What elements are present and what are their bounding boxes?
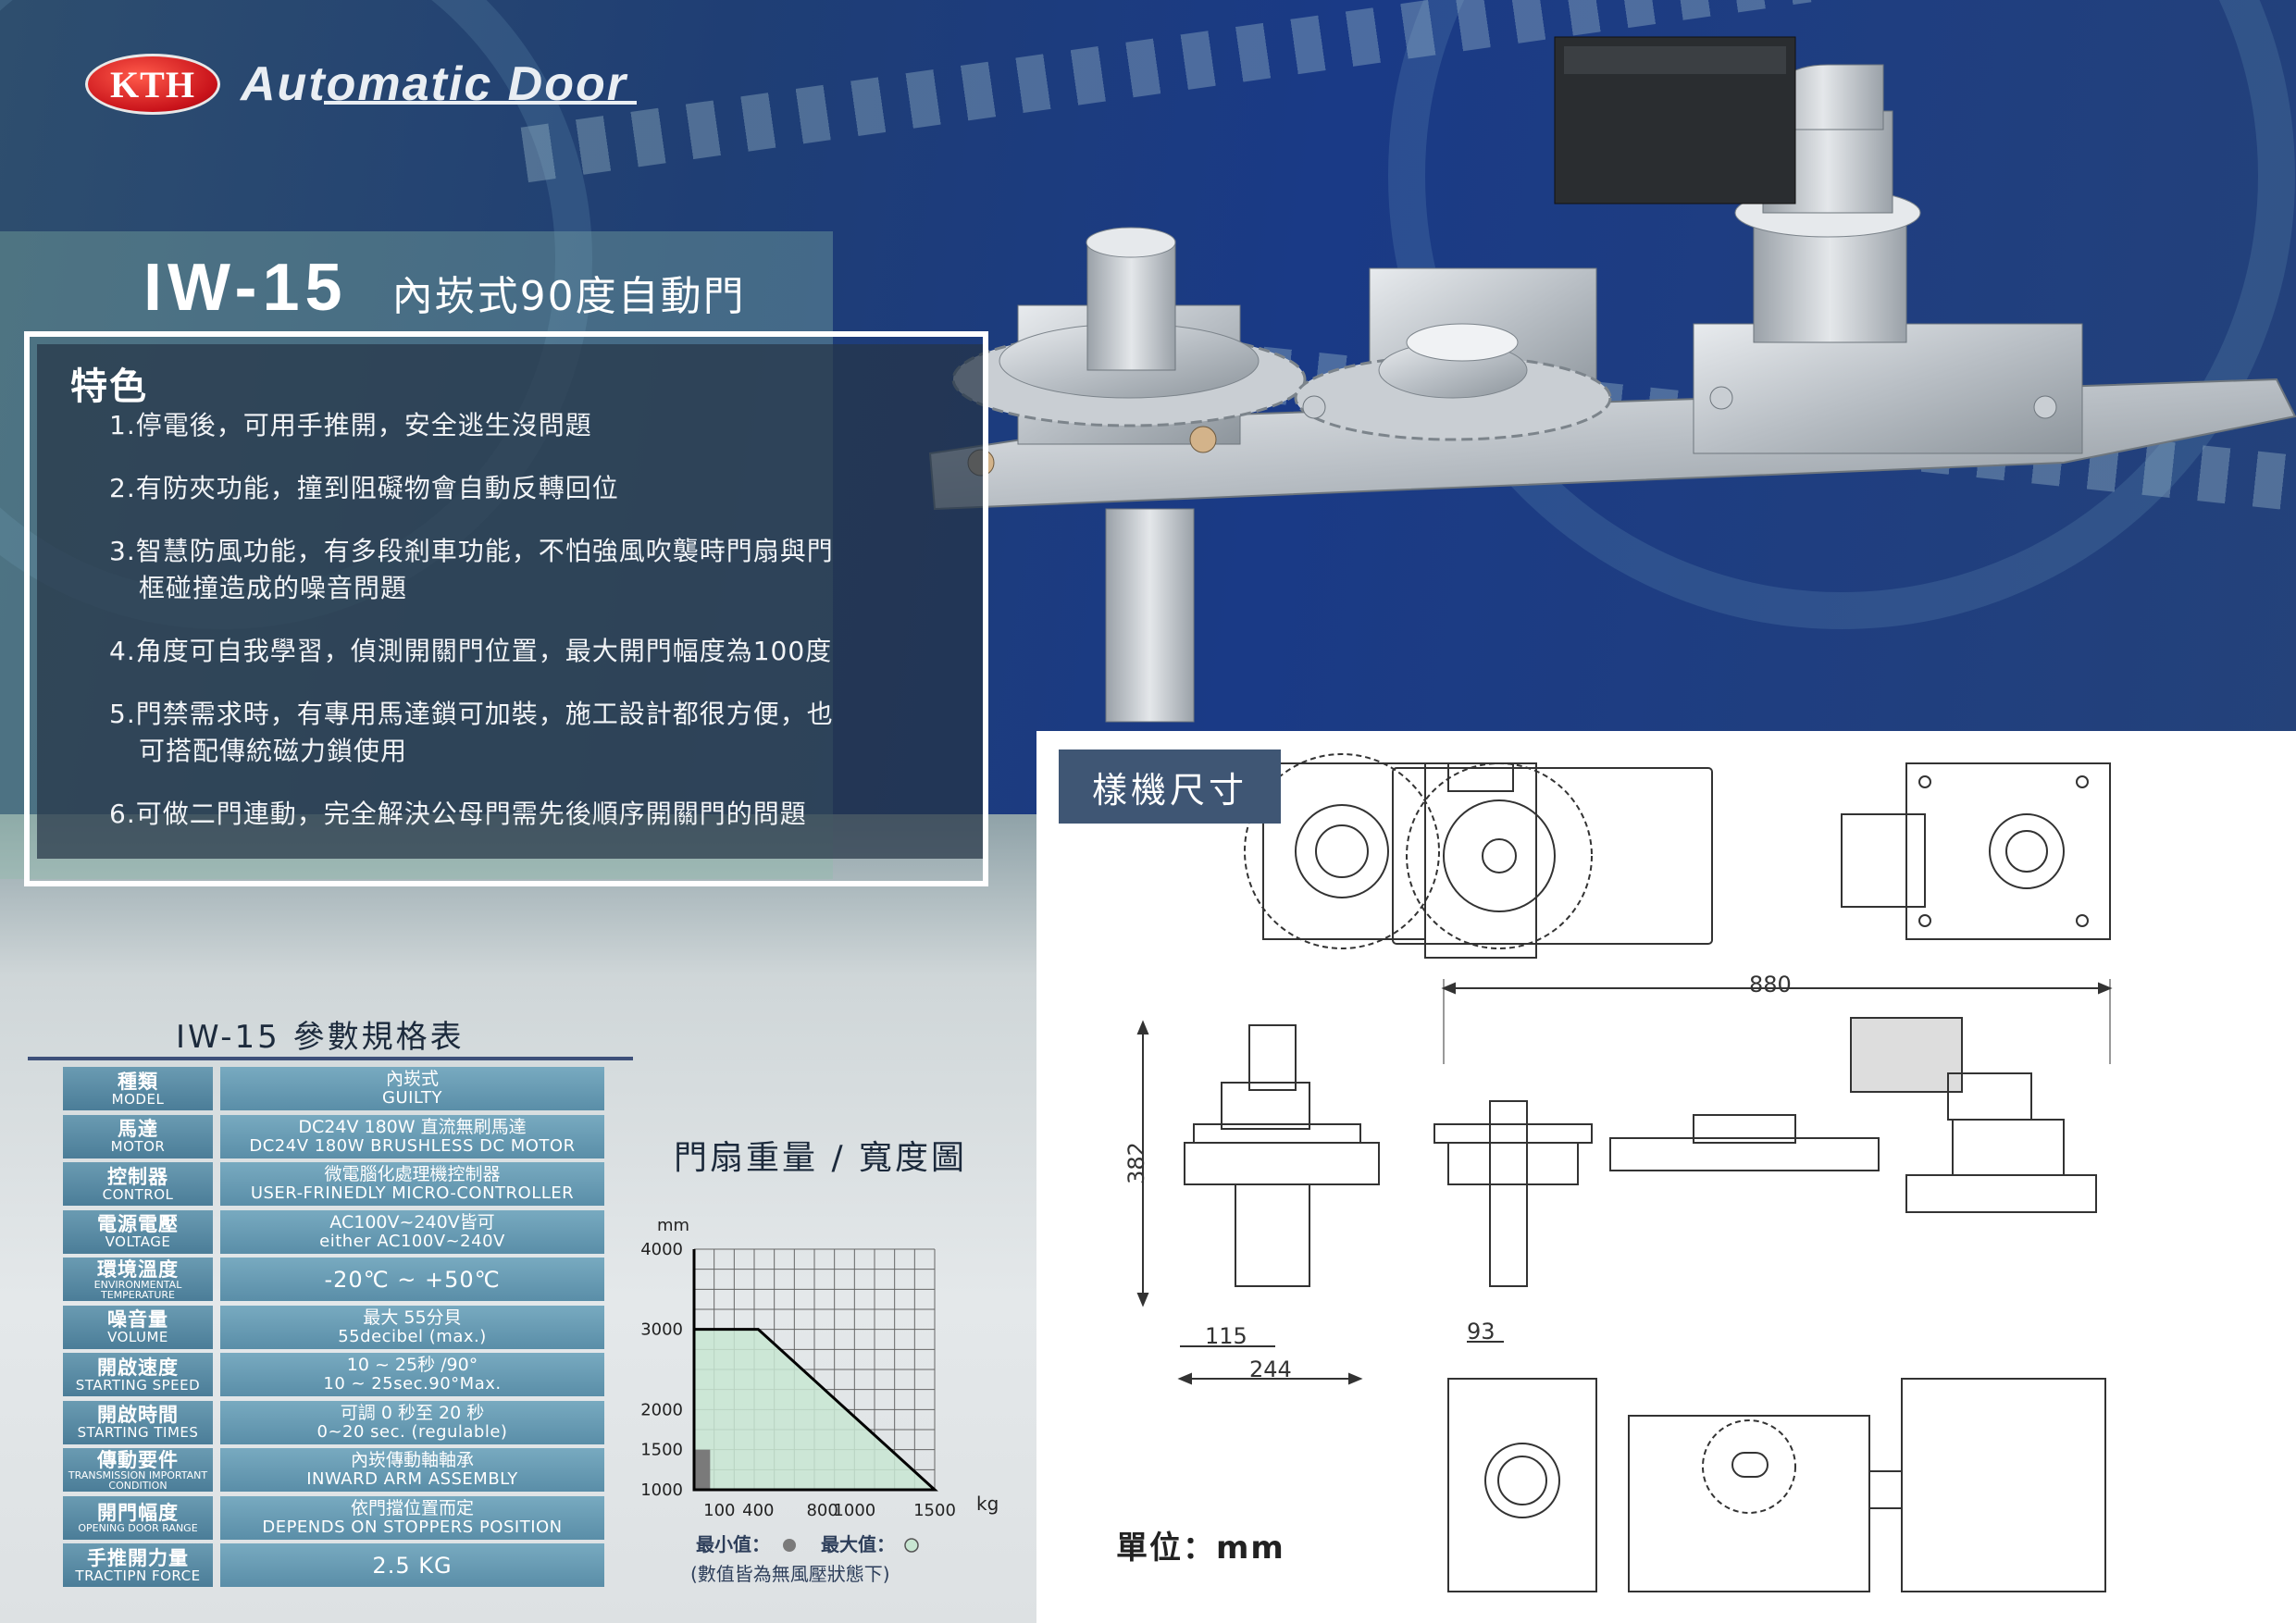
- feature-item: 3.智慧防風功能，有多段剎車功能，不怕強風吹襲時門扇與門框碰撞造成的噪音問題: [109, 536, 834, 603]
- chart-title: 門扇重量 / 寬度圖: [674, 1139, 968, 1177]
- kth-logo-icon: KTH: [85, 54, 220, 115]
- spec-value: 10 ~ 25秒 /90°10 ~ 25sec.90°Max.: [220, 1353, 604, 1396]
- dimension-unit: 單位：mm: [1116, 1530, 1285, 1567]
- feature-item: 6.可做二門連動，完全解決公母門需先後順序開關門的問題: [109, 799, 807, 829]
- product-illustration: [928, 36, 2296, 723]
- dimension-tag: 樣機尺寸: [1059, 750, 1281, 824]
- y-tick-label: 1500: [640, 1441, 683, 1460]
- x-tick-label: 100: [703, 1501, 735, 1520]
- min-value-area: [694, 1449, 711, 1490]
- brand-logo: KTH Automatic Door: [85, 54, 637, 115]
- dim-label-height: 382: [1123, 1142, 1149, 1184]
- dim-label-244: 244: [1249, 1357, 1292, 1382]
- features-panel: [37, 344, 988, 859]
- page-title: IW-15 內崁式90度自動門: [143, 250, 746, 326]
- spec-title: IW-15 參數規格表: [176, 1019, 465, 1056]
- dim-label-overall: 880: [1749, 972, 1792, 997]
- legend-note: (數值皆為無風壓狀態下): [690, 1563, 890, 1585]
- spec-value: 2.5 KG: [220, 1543, 604, 1587]
- dim-label-93: 93: [1467, 1319, 1496, 1344]
- dimension-panel: [1036, 731, 2296, 1623]
- features-frame: [24, 331, 988, 886]
- y-tick-label: 2000: [640, 1400, 683, 1419]
- model-name: IW-15: [143, 251, 348, 325]
- features-list: 1.停電後，可用手推開，安全逃生沒問題 2.有防夾功能，撞到阻礙物會自動反轉回位…: [109, 407, 942, 859]
- legend-max-swatch: [904, 1538, 919, 1553]
- y-tick-label: 3000: [640, 1320, 683, 1340]
- y-axis-unit: mm: [657, 1216, 689, 1235]
- legend-min-label: 最小值：: [696, 1533, 770, 1555]
- x-axis-unit: kg: [976, 1493, 999, 1515]
- y-tick-label: 4000: [640, 1240, 683, 1259]
- x-tick-label: 1500: [913, 1501, 956, 1520]
- top-view: [1244, 753, 2111, 959]
- feature-item: 4.角度可自我學習，偵測開關門位置，最大開門幅度為100度: [109, 636, 833, 666]
- feature-item: 1.停電後，可用手推開，安全逃生沒問題: [109, 410, 592, 440]
- spec-value: -20℃ ~ +50℃: [220, 1258, 604, 1301]
- x-tick-label: 800: [806, 1501, 838, 1520]
- legend-min-swatch: [783, 1539, 796, 1552]
- model-subtitle: 內崁式90度自動門: [391, 273, 746, 320]
- features-heading: 特色: [70, 365, 148, 408]
- legend-max-label: 最大值：: [821, 1533, 895, 1555]
- dimension-drawing: [1136, 753, 2113, 1592]
- feature-item: 5.門禁需求時，有專用馬達鎖可加裝，施工設計都很方便，也可搭配傳統磁力鎖使用: [109, 699, 834, 766]
- spec-title-rule: [28, 1057, 633, 1060]
- dim-label-115: 115: [1205, 1323, 1247, 1349]
- y-tick-label: 1000: [640, 1481, 683, 1500]
- x-tick-label: 1000: [833, 1501, 875, 1520]
- bottom-view: [1447, 1378, 2106, 1592]
- brand-tagline: Automatic Door: [241, 57, 637, 111]
- side-view: [1184, 1017, 2097, 1287]
- feature-item: 2.有防夾功能，撞到阻礙物會自動反轉回位: [109, 473, 619, 503]
- x-tick-label: 400: [742, 1501, 774, 1520]
